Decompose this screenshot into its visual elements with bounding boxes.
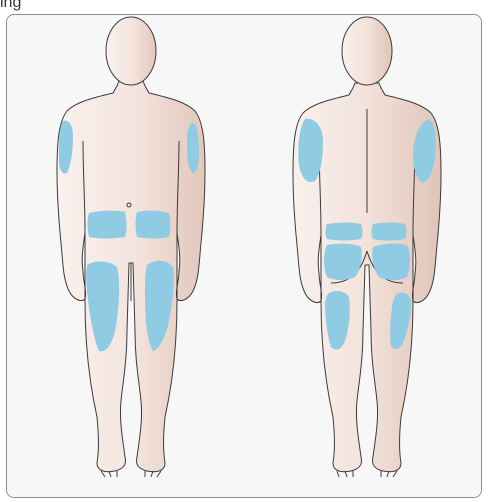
zone-left-abdomen	[88, 211, 127, 239]
back-foot-right	[381, 471, 397, 477]
zone-right-buttock	[372, 244, 410, 280]
front-foot-left	[101, 471, 117, 477]
zone-right-upper-buttock	[372, 223, 407, 241]
diagram-panel	[6, 14, 482, 498]
front-figure	[57, 17, 205, 477]
zone-left-upper-buttock	[326, 223, 363, 241]
front-foot-right	[145, 471, 161, 477]
back-head	[342, 17, 392, 85]
zone-right-abdomen	[136, 211, 171, 239]
back-foot-left	[337, 471, 353, 477]
back-figure	[293, 17, 441, 477]
caption-text: ing	[0, 0, 21, 12]
zone-left-buttock	[324, 244, 362, 280]
front-head	[106, 17, 156, 85]
body-diagram	[7, 15, 482, 498]
